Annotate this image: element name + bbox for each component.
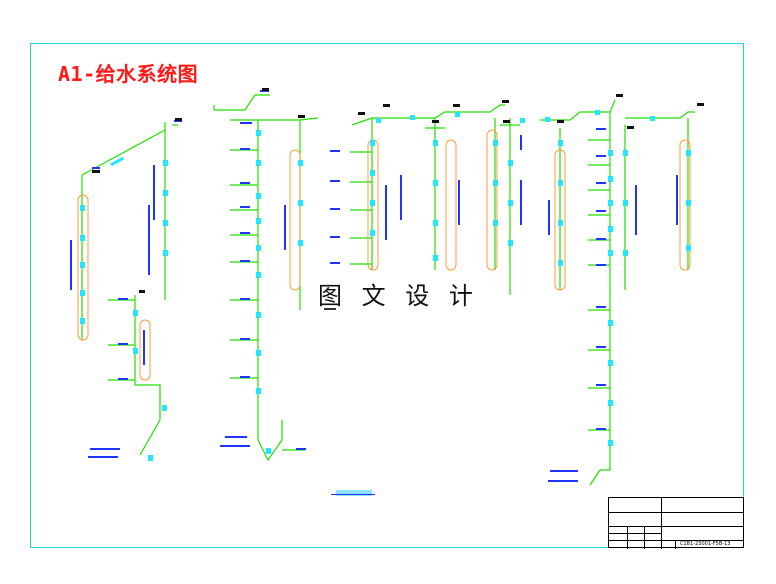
header-2 [214,94,270,111]
title-block: C1B1-23001-F5B-13 [608,497,744,549]
node-tags [92,88,704,293]
system-caption [336,490,372,496]
header-3 [351,104,505,126]
watermark-text: 图 文 设 计 [318,282,479,310]
orange-branch-pipes [77,129,691,381]
valves-and-fittings [80,110,691,461]
riser-3 [134,295,161,456]
system-caption-underline [331,492,375,495]
drawing-title: A1-给水系统图 [58,62,199,86]
vertical-text-marks [70,135,678,365]
riser-4 [257,120,283,462]
drawing-number: C1B1-23001-F5B-13 [680,541,731,547]
annotation-marks [88,90,606,482]
riser-11 [589,112,611,486]
watermark-dash [324,308,336,310]
header-5 [625,111,695,119]
drawing-border [30,43,744,548]
